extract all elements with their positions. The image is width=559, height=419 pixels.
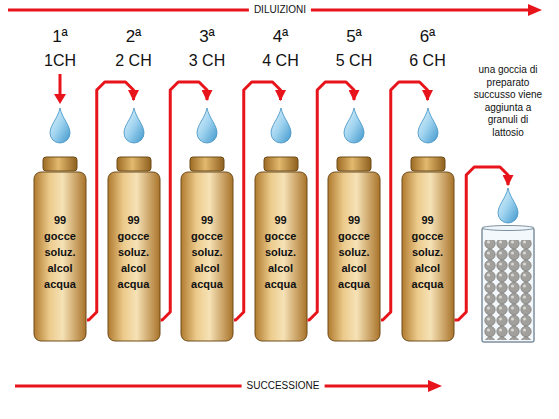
glass-outline	[482, 228, 534, 342]
dilution-number: 2ª	[92, 27, 176, 47]
vial-content: 99 gocce soluz. alcol acqua	[189, 212, 225, 292]
ch-potency: 5 CH	[312, 51, 396, 71]
vial-body	[181, 172, 233, 341]
dilution-vial: 4ª4 CH99 gocce soluz. alcol acqua	[254, 100, 308, 342]
glass-note: una goccia di preparato succusso viene a…	[473, 64, 543, 139]
ch-potency: 6 CH	[386, 51, 470, 71]
ch-potency: 2 CH	[92, 51, 176, 71]
ch-potency: 4 CH	[239, 51, 323, 71]
dilution-vial: 2ª2 CH99 gocce soluz. alcol acqua	[107, 100, 161, 342]
dilution-vial: 5ª5 CH99 gocce soluz. alcol acqua	[327, 100, 381, 342]
flow-connector	[234, 82, 281, 320]
arrow-head	[428, 380, 442, 392]
dilution-vial: 3ª3 CH99 gocce soluz. alcol acqua	[180, 100, 234, 342]
section-title: SUCCESSIONE	[242, 380, 325, 392]
vial-cap	[337, 157, 371, 171]
section-title: DILUIZIONI	[249, 4, 311, 16]
drop	[50, 108, 70, 143]
dilution-number: 5ª	[312, 27, 396, 47]
drop	[418, 108, 438, 143]
flow-connector	[161, 82, 208, 320]
vial-content: 99 gocce soluz. alcol acqua	[116, 212, 152, 292]
drop	[197, 108, 217, 143]
drop	[498, 188, 518, 223]
vial-body	[108, 172, 160, 341]
vial-body	[402, 172, 454, 341]
dilution-number: 6ª	[386, 27, 470, 47]
ch-potency: 1CH	[18, 51, 102, 71]
start-arrow	[59, 74, 62, 96]
succussion-arrow	[15, 385, 430, 388]
flow-connector	[87, 82, 134, 320]
flow-connector	[381, 82, 428, 320]
vial-content: 99 gocce soluz. alcol acqua	[336, 212, 372, 292]
dilution-number: 3ª	[165, 27, 249, 47]
dilution-vial: 6ª6 CH99 gocce soluz. alcol acqua	[401, 100, 455, 342]
glass-rim	[482, 226, 534, 231]
vial-content: 99 gocce soluz. alcol acqua	[263, 212, 299, 292]
vial-body	[255, 172, 307, 341]
vial-cap	[43, 157, 77, 171]
vial-content: 99 gocce soluz. alcol acqua	[410, 212, 446, 292]
glass-shape	[478, 185, 538, 342]
dilution-vial: 1ª1CH99 gocce soluz. alcol acqua	[33, 100, 87, 342]
dilution-number: 1ª	[18, 27, 102, 47]
vial-cap	[264, 157, 298, 171]
vial-cap	[411, 157, 445, 171]
flow-connector	[455, 167, 509, 320]
vial-cap	[190, 157, 224, 171]
arrow-head	[54, 94, 66, 104]
dilution-number: 4ª	[239, 27, 323, 47]
vial-content: 99 gocce soluz. alcol acqua	[42, 212, 78, 292]
drop	[344, 108, 364, 143]
arrow-head	[528, 4, 542, 16]
drop	[124, 108, 144, 143]
ch-potency: 3 CH	[165, 51, 249, 71]
lactose-glass: una goccia di preparato succusso viene a…	[478, 185, 538, 342]
vial-cap	[117, 157, 151, 171]
drop	[271, 108, 291, 143]
vial-body	[328, 172, 380, 341]
vial-body	[34, 172, 86, 341]
flow-connector	[308, 82, 355, 320]
